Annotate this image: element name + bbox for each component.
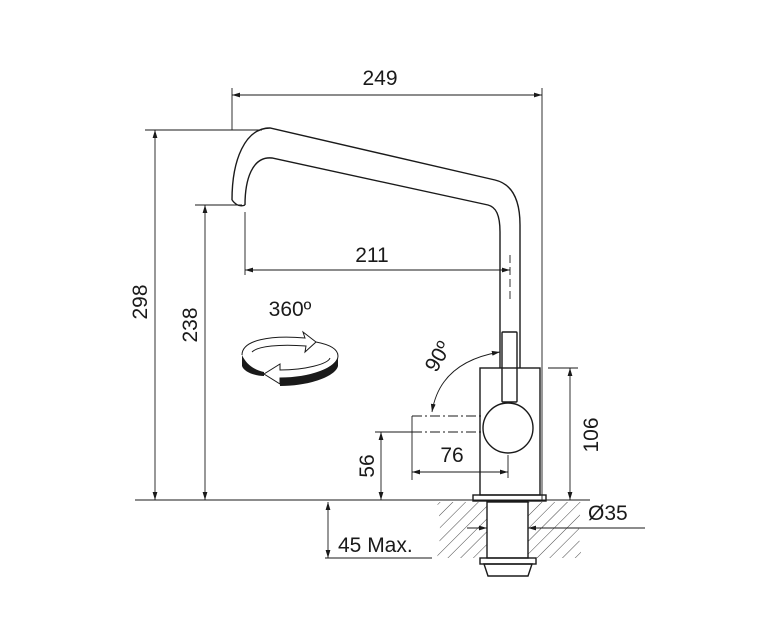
countertop-section — [437, 502, 582, 558]
dimension-90-angle: 90º — [421, 337, 501, 413]
dimension-106: 106 — [548, 367, 603, 500]
svg-text:360º: 360º — [269, 298, 312, 321]
dimension-211: 211 — [244, 212, 510, 275]
dimension-45-max: 45 Max. — [325, 502, 432, 559]
svg-text:211: 211 — [355, 244, 388, 267]
svg-text:Ø35: Ø35 — [588, 502, 628, 525]
dimension-298: 298 — [129, 129, 262, 500]
dimension-diameter-35: Ø35 — [467, 502, 645, 531]
dimension-238: 238 — [179, 204, 242, 500]
svg-text:106: 106 — [580, 417, 603, 452]
svg-text:56: 56 — [356, 454, 379, 477]
dimension-56: 56 — [356, 431, 420, 500]
svg-text:249: 249 — [362, 67, 397, 90]
svg-text:45 Max.: 45 Max. — [338, 534, 413, 557]
faucet-lever — [412, 331, 534, 454]
svg-text:298: 298 — [129, 284, 152, 319]
faucet-spout — [231, 127, 521, 368]
dimension-76: 76 — [411, 416, 509, 480]
svg-text:90º: 90º — [421, 337, 457, 376]
dimension-249: 249 — [231, 67, 543, 500]
faucet-body — [472, 367, 547, 577]
svg-text:238: 238 — [179, 307, 202, 342]
rotation-360-icon: 360º — [241, 298, 339, 386]
svg-text:76: 76 — [440, 444, 463, 467]
